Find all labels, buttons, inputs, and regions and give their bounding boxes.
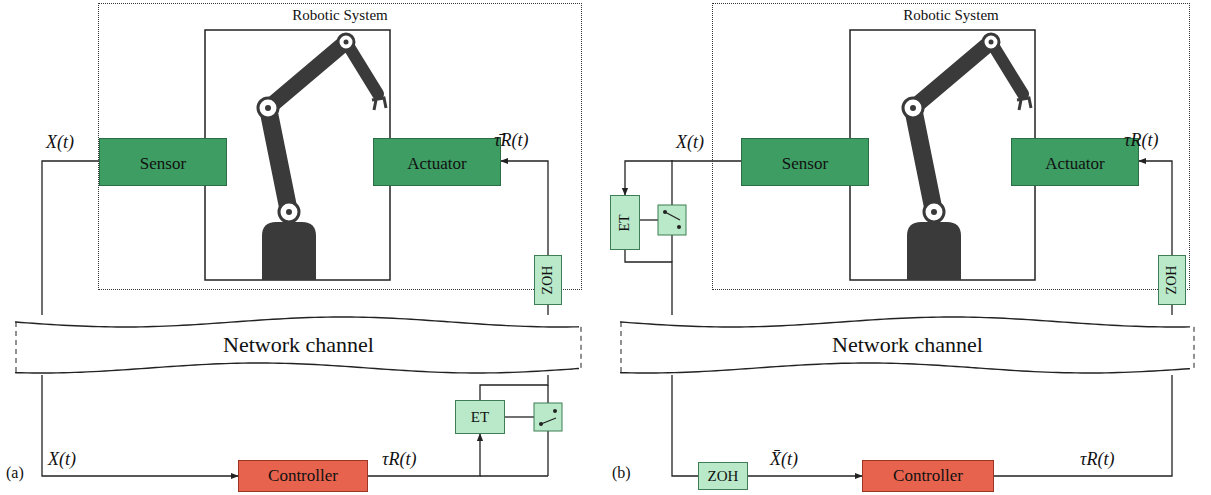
controller-block: Controller <box>238 460 368 492</box>
node-text: Sensor <box>140 154 186 174</box>
panel-label: (a) <box>6 464 24 482</box>
node-text: ZOH <box>708 468 739 485</box>
signal-wire <box>672 375 698 476</box>
signal-wire <box>501 161 548 255</box>
network-channel: Network channel <box>620 315 1195 375</box>
node-text: Controller <box>893 466 963 486</box>
node-text: Actuator <box>1045 154 1104 174</box>
node-text: Sensor <box>782 154 828 174</box>
system-boundary: Robotic SystemSensor Actuator <box>712 3 1190 290</box>
node-text: ET <box>471 409 489 426</box>
event-trigger-block: ET <box>610 195 640 250</box>
signal-wire <box>625 161 741 195</box>
signal-label: τR(t) <box>382 449 416 470</box>
signal-label: X(t) <box>46 132 74 153</box>
signal-label: τR(t) <box>1080 449 1114 470</box>
event-trigger-block: ET <box>455 400 505 434</box>
signal-wire <box>748 475 862 476</box>
sensor-block: Sensor <box>99 138 227 186</box>
network-channel: Network channel <box>15 315 582 375</box>
signal-wire <box>994 375 1172 476</box>
controller-block: Controller <box>862 460 994 492</box>
robot-arm <box>205 30 390 280</box>
node-text: Network channel <box>223 332 374 358</box>
node-text: ZOH <box>540 266 556 295</box>
node-text: Network channel <box>832 332 983 358</box>
signal-wire <box>1171 305 1172 315</box>
signal-wire <box>547 305 548 315</box>
actuator-block: Actuator <box>373 138 501 186</box>
signal-wire <box>480 375 548 400</box>
signal-wire <box>1139 161 1172 255</box>
node-text: Robotic System <box>292 7 387 24</box>
signal-label: τ̄R(t) <box>494 130 528 151</box>
signal-label: X̄(t) <box>770 449 798 470</box>
node-text: Controller <box>268 466 338 486</box>
node-text: ET <box>617 214 633 231</box>
actuator-block: Actuator <box>1011 138 1139 186</box>
zoh-block: ZOH <box>1158 255 1186 305</box>
zoh-block: ZOH <box>698 462 748 490</box>
zoh-block: ZOH <box>534 255 562 305</box>
signal-wire <box>368 434 480 476</box>
signal-wire <box>42 375 238 476</box>
signal-label: X(t) <box>676 132 704 153</box>
node-text: Actuator <box>407 154 466 174</box>
robot-arm <box>850 30 1035 280</box>
sensor-block: Sensor <box>741 138 869 186</box>
panel-label: (b) <box>612 464 631 482</box>
switch-wires <box>480 160 672 476</box>
node-text: ZOH <box>1164 266 1180 295</box>
signal-wire <box>42 161 99 315</box>
node-text: Robotic System <box>903 7 998 24</box>
signal-label: τR(t) <box>1124 130 1158 151</box>
signal-label: X(t) <box>48 449 76 470</box>
signal-wire <box>625 250 672 315</box>
